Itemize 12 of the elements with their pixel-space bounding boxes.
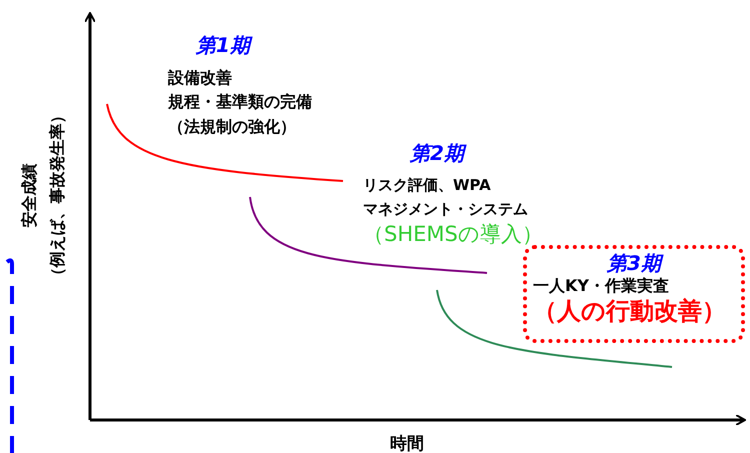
measure-text: 設備改善 [168,68,232,89]
measure-text: 一人KY・作業実査 [533,276,669,296]
highlight-text: （人の行動改善） [533,296,726,326]
dotted-box [523,245,745,343]
measure-text: 規程・基準類の完備 [168,92,312,113]
measure-text: （SHEMSの導入） [363,221,543,248]
measure-text: リスク評価、WPA [363,176,491,195]
axis-title: 時間 [390,433,424,453]
measure-text: （法規制の強化） [168,117,296,138]
axis-title: （例えば、事故発生率） [48,107,68,283]
axis-title: 安全成績 [20,163,40,227]
measure-text: マネジメント・システム [363,200,528,219]
